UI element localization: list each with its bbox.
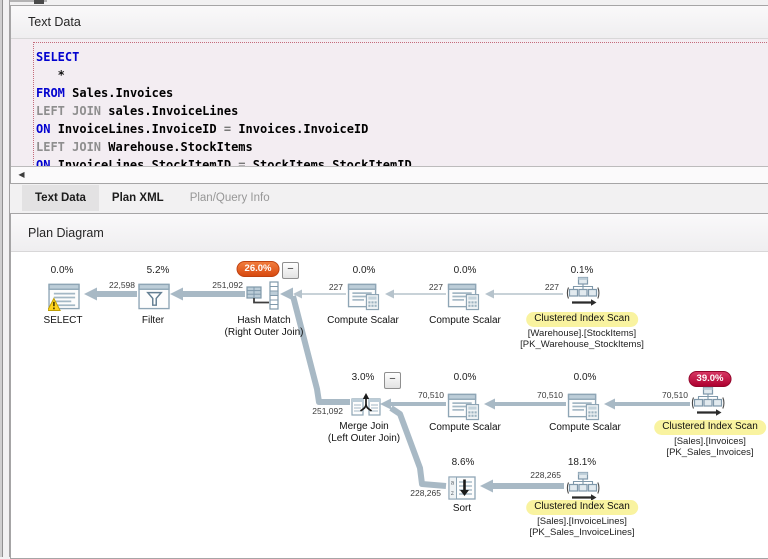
- clustered-index-scan-icon[interactable]: [566, 276, 600, 312]
- row-count-label: 228,265: [530, 470, 561, 480]
- cost-percent: 8.6%: [451, 457, 475, 468]
- node-sublabel: [Sales].[InvoiceLines][PK_Sales_InvoiceL…: [529, 516, 635, 538]
- cost-percent: 0.1%: [570, 265, 594, 276]
- left-splitter[interactable]: [0, 0, 10, 557]
- cost-percent: 5.2%: [146, 265, 170, 276]
- node-label: Compute Scalar: [549, 422, 621, 433]
- svg-text:z: z: [451, 490, 455, 497]
- svg-text:a: a: [451, 480, 455, 487]
- sql-line: SELECT: [36, 50, 80, 64]
- scroll-left-icon[interactable]: ◀: [18, 170, 25, 179]
- row-count-label: 251,092: [212, 280, 243, 290]
- horizontal-scrollbar[interactable]: ◀: [11, 166, 768, 183]
- result-icon[interactable]: [46, 282, 81, 316]
- node-label: Merge Join(Left Outer Join): [327, 421, 401, 444]
- node-label: Compute Scalar: [429, 422, 501, 433]
- node-label: Filter: [141, 315, 165, 326]
- sql-line: FROM Sales.Invoices: [36, 86, 174, 100]
- sql-line: LEFT JOIN Warehouse.StockItems: [36, 140, 253, 154]
- window-top-edge: [0, 0, 47, 2]
- node-label: Sort: [452, 503, 472, 514]
- tab-plan-query-info[interactable]: Plan/Query Info: [189, 192, 270, 204]
- cost-percent: 3.0%: [351, 372, 375, 383]
- row-count-label: 227: [428, 282, 443, 292]
- cost-percent: 18.1%: [567, 457, 597, 468]
- node-sublabel: [Sales].[Invoices][PK_Sales_Invoices]: [666, 436, 754, 458]
- cost-percent: 0.0%: [453, 372, 477, 383]
- cost-percent: 0.0%: [50, 265, 74, 276]
- highlighted-node-label: Clustered Index Scan: [654, 420, 766, 435]
- merge-join-icon[interactable]: [351, 392, 381, 424]
- row-count-label: 227: [328, 282, 343, 292]
- row-count-label: 22,598: [109, 280, 135, 290]
- sql-line: ON InvoiceLines.StockItemID = StockItems…: [36, 158, 412, 167]
- highlighted-node-label: Clustered Index Scan: [526, 500, 638, 515]
- cost-percent-badge: 39.0%: [688, 371, 732, 387]
- cost-percent: 0.0%: [453, 265, 477, 276]
- node-label: SELECT: [43, 315, 83, 326]
- row-count-label: 227: [544, 282, 559, 292]
- cost-percent-badge: 26.0%: [236, 261, 280, 277]
- compute-scalar-icon[interactable]: [347, 282, 381, 316]
- collapse-button[interactable]: −: [384, 372, 401, 389]
- bottom-tab-bar: Text Data Plan XML Plan/Query Info: [10, 185, 768, 211]
- text-data-panel-header: Text Data: [11, 6, 768, 39]
- sql-line: ON InvoiceLines.InvoiceID = Invoices.Inv…: [36, 122, 369, 136]
- sql-line: LEFT JOIN sales.InvoiceLines: [36, 104, 239, 118]
- node-label: Hash Match(Right Outer Join): [224, 315, 304, 338]
- node-label: Clustered Index Scan: [526, 500, 638, 515]
- collapse-button[interactable]: −: [282, 262, 299, 279]
- compute-scalar-icon[interactable]: [447, 392, 481, 426]
- cost-percent: 0.0%: [352, 265, 376, 276]
- window-top-notch: [34, 0, 44, 4]
- sql-line: *: [36, 68, 65, 82]
- plan-diagram-panel-title: Plan Diagram: [28, 225, 104, 240]
- compute-scalar-icon[interactable]: [567, 392, 601, 426]
- row-count-label: 70,510: [662, 390, 688, 400]
- node-label: Clustered Index Scan: [526, 312, 638, 327]
- plan-diagram-panel: Plan Diagram: [10, 213, 768, 559]
- row-count-label: 70,510: [537, 390, 563, 400]
- cost-percent: 0.0%: [573, 372, 597, 383]
- plan-diagram-panel-header: Plan Diagram: [11, 214, 768, 252]
- clustered-index-scan-icon[interactable]: [691, 386, 725, 422]
- row-count-label: 251,092: [312, 406, 343, 416]
- node-label: Compute Scalar: [327, 315, 399, 326]
- hash-match-icon[interactable]: [246, 280, 283, 316]
- node-label: Compute Scalar: [429, 315, 501, 326]
- compute-scalar-icon[interactable]: [447, 282, 481, 316]
- text-data-panel-title: Text Data: [28, 15, 81, 29]
- highlighted-node-label: Clustered Index Scan: [526, 312, 638, 327]
- clustered-index-scan-icon[interactable]: [566, 471, 600, 507]
- node-label: Clustered Index Scan: [654, 420, 766, 435]
- node-sublabel: [Warehouse].[StockItems][PK_Warehouse_St…: [520, 328, 644, 350]
- row-count-label: 228,265: [410, 488, 441, 498]
- tab-plan-xml[interactable]: Plan XML: [111, 192, 164, 204]
- filter-icon[interactable]: [138, 282, 171, 316]
- row-count-label: 70,510: [418, 390, 444, 400]
- tab-text-data[interactable]: Text Data: [22, 185, 99, 211]
